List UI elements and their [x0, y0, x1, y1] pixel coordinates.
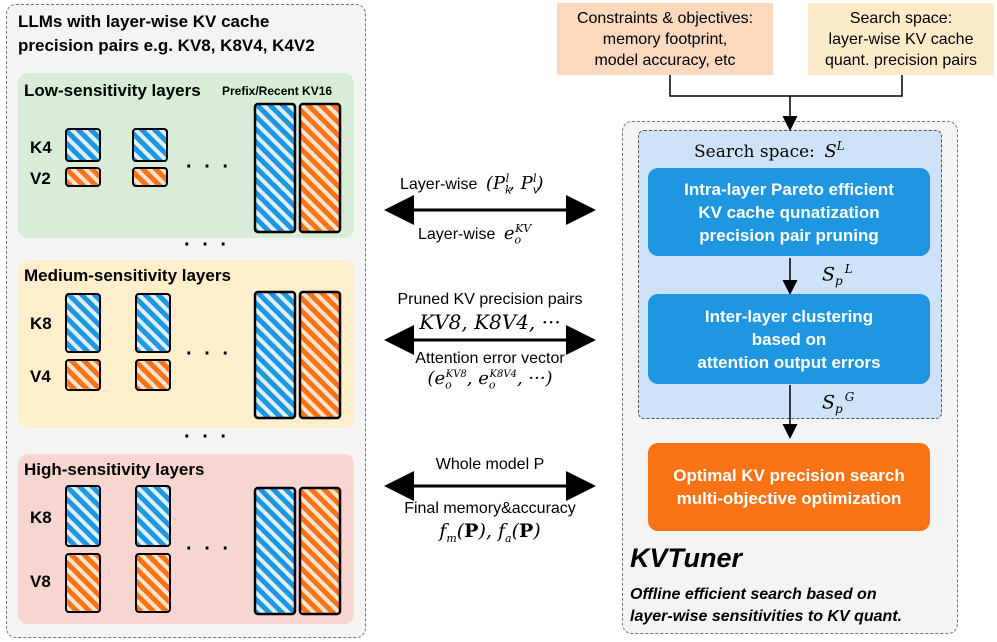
search-space-line3: quant. precision pairs	[824, 52, 978, 69]
high-k-block-1	[65, 485, 101, 547]
s-p-g-label: SpG	[822, 390, 855, 417]
search-space-label-text: Search space:	[694, 142, 815, 162]
high-k-label: K8	[30, 508, 52, 527]
search-space-label: Search space: SL	[694, 139, 845, 162]
medium-prefix-v-block	[298, 290, 342, 420]
box3-line2: multi-objective optimization	[676, 489, 902, 508]
kvtuner-description: Offline efficient search based on layer-…	[630, 584, 955, 628]
optimal-search-box: Optimal KV precision search multi-object…	[648, 443, 930, 531]
box2-line1: Inter-layer clustering	[704, 306, 874, 326]
search-space-line1: Search space:	[849, 10, 953, 27]
medium-v-block-2	[135, 359, 171, 391]
high-band-title: High-sensitivity layers	[24, 460, 205, 479]
connector-lines	[669, 75, 903, 439]
box3-line1: Optimal KV precision search	[673, 466, 905, 485]
high-v-block-1	[65, 553, 101, 613]
top-merge-line	[669, 75, 903, 97]
a1-bottom-label: Layer-wise eoKV	[418, 222, 618, 247]
kvtuner-desc-line1: Offline efficient search based on	[630, 586, 877, 603]
medium-band-blocks	[65, 290, 342, 420]
high-k-block-2	[135, 485, 171, 547]
band-ellipsis-2: · · ·	[184, 426, 231, 448]
a2-line3: Attention error vector	[415, 350, 565, 367]
a1-bottom-text: Layer-wise	[418, 226, 496, 243]
medium-k-label: K8	[30, 314, 52, 333]
medium-prefix-k-block	[253, 290, 297, 420]
high-band-blocks	[65, 485, 342, 616]
constraints-line3: model accuracy, etc	[594, 52, 736, 69]
a1-top-math: (Pkl, Pvl)	[485, 172, 544, 197]
box1-line3: precision pair pruning	[699, 225, 879, 245]
box1-line1: Intra-layer Pareto efficient	[684, 179, 894, 199]
inter-layer-clustering-box: Inter-layer clustering based on attentio…	[648, 294, 930, 384]
intra-layer-pruning-box: Intra-layer Pareto efficient KV cache qu…	[648, 168, 930, 256]
box2-line3: attention output errors	[697, 352, 881, 372]
kvtuner-desc-line2: layer-wise sensitivities to KV quant.	[630, 608, 903, 625]
low-ellipsis: · · ·	[186, 156, 233, 178]
search-space-symbol: SL	[824, 139, 845, 162]
a3-line3: fm(P), fa(P)	[439, 520, 541, 545]
left-panel-title-line1: LLMs with layer-wise KV cache	[18, 12, 270, 31]
s-p-l-label: SpL	[822, 262, 853, 289]
low-v-block-2	[132, 167, 168, 187]
a2-line4: (eoKV8, eoK8V4, ···)	[427, 368, 553, 392]
box2-line2: based on	[751, 329, 827, 349]
band-ellipsis-1: · · ·	[184, 234, 231, 256]
left-panel-title-line2: precision pairs e.g. KV8, K8V4, K4V2	[18, 36, 315, 55]
a2-line2: KV8, K8V4, ···	[419, 310, 561, 334]
high-prefix-v-block	[298, 486, 342, 616]
medium-k-block-1	[65, 293, 101, 353]
low-k-label: K4	[30, 138, 52, 157]
high-v-block-2	[135, 553, 171, 613]
low-band-note: Prefix/Recent KV16	[222, 84, 333, 98]
a3-line1: Whole model P	[435, 456, 545, 473]
low-k-block-1	[65, 128, 101, 162]
a3-line2: Final memory&accuracy	[404, 500, 576, 517]
low-band-title: Low-sensitivity layers	[24, 81, 201, 100]
low-band-blocks	[65, 102, 342, 234]
low-v-label: V2	[30, 169, 51, 188]
medium-ellipsis: · · ·	[186, 343, 233, 365]
low-prefix-k-block	[253, 102, 297, 234]
high-v-label: V8	[30, 572, 51, 591]
constraints-box: Constraints & objectives: memory footpri…	[557, 3, 773, 75]
kvtuner-title: KVTuner	[630, 543, 743, 573]
a1-bottom-math: eoKV	[503, 222, 532, 247]
a2-line1: Pruned KV precision pairs	[397, 291, 583, 308]
a1-top-label: Layer-wise (Pkl, Pvl)	[400, 172, 600, 197]
constraints-line1: Constraints & objectives:	[576, 10, 754, 27]
high-prefix-k-block	[253, 486, 297, 616]
medium-v-block-1	[65, 359, 101, 391]
low-prefix-v-block	[298, 102, 342, 234]
low-v-block-1	[65, 167, 101, 187]
search-space-line2: layer-wise KV cache	[828, 31, 974, 48]
medium-v-label: V4	[30, 367, 51, 386]
constraints-line2: memory footprint,	[602, 31, 728, 48]
low-k-block-2	[132, 128, 168, 162]
medium-k-block-2	[135, 293, 171, 353]
a1-top-text: Layer-wise	[400, 176, 478, 193]
middle-arrows	[384, 195, 596, 501]
search-space-box: Search space: layer-wise KV cache quant.…	[808, 3, 994, 75]
high-ellipsis: · · ·	[186, 538, 233, 560]
medium-band-title: Medium-sensitivity layers	[24, 266, 231, 285]
left-panel-title: LLMs with layer-wise KV cache precision …	[18, 10, 358, 58]
box1-line2: KV cache qunatization	[698, 202, 880, 222]
